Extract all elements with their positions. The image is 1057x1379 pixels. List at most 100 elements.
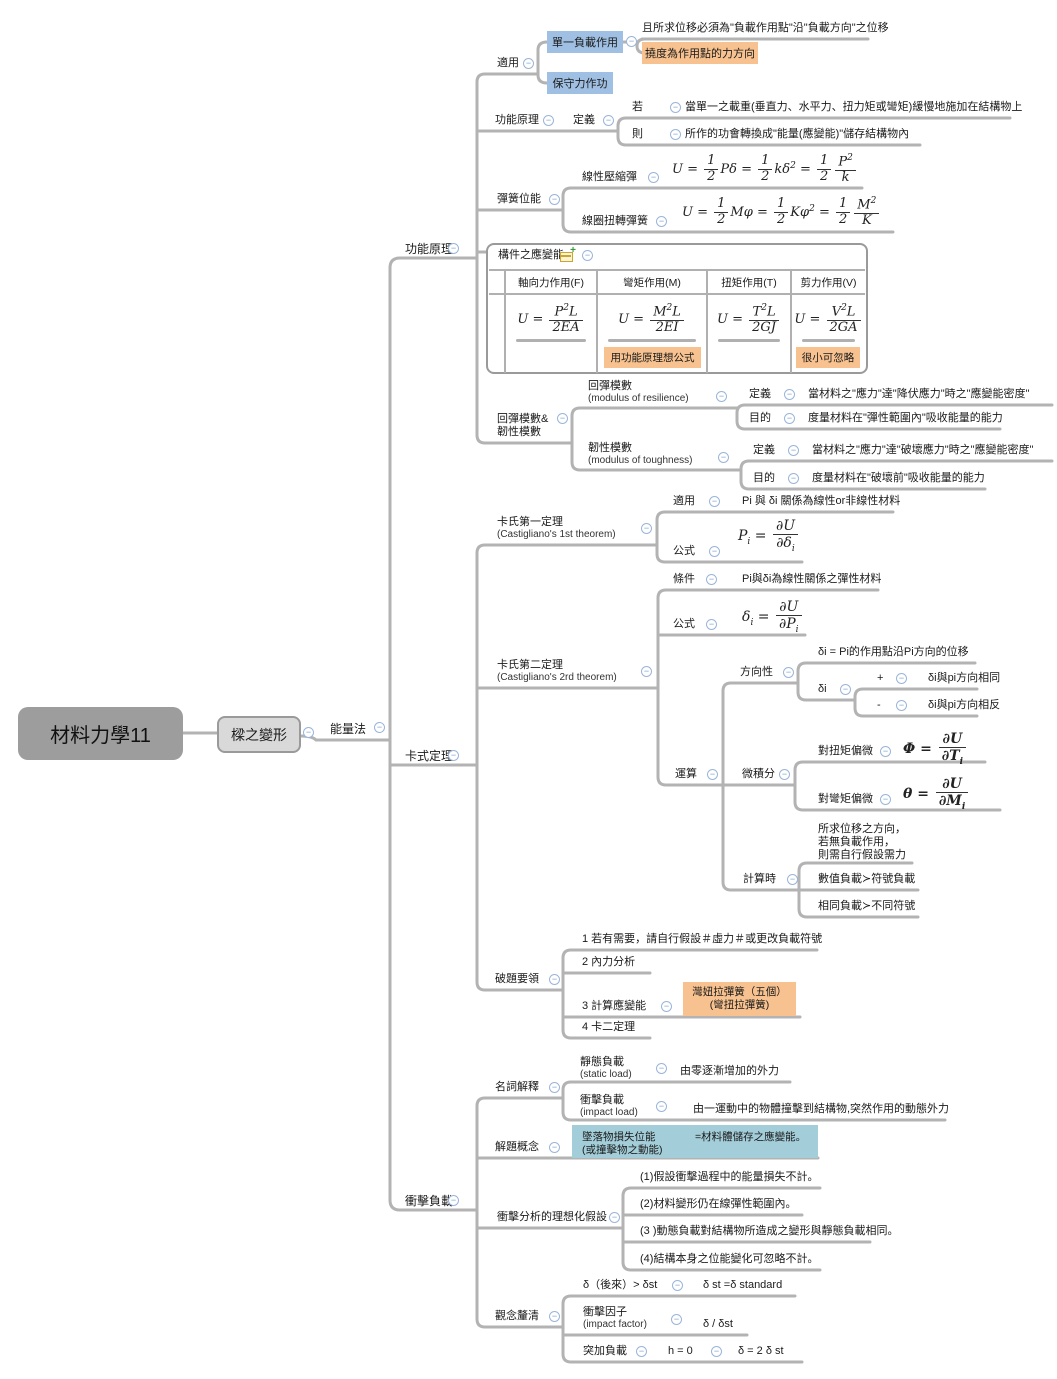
then-text[interactable]: 所作的功會轉換成"能量(應變能)"儲存結構物內 <box>685 128 910 140</box>
deflection-direction-note[interactable]: 撓度為作用點的力方向 <box>642 42 758 64</box>
concept-clarify-node[interactable]: 觀念釐清 <box>495 1310 539 1322</box>
resilience-def-text[interactable]: 當材料之"應力"達"降伏應力"時之"應變能密度" <box>808 388 1030 400</box>
modulus-node-line2[interactable]: 韌性模數 <box>497 426 541 438</box>
tip-step1[interactable]: 1 若有需要，請自行假設＃虛力＃或更改負載符號 <box>582 933 823 945</box>
collapse-icon[interactable]: − <box>648 172 659 183</box>
minus-text[interactable]: δi與pi方向相反 <box>928 699 1001 711</box>
collapse-icon[interactable]: − <box>787 874 798 885</box>
step3-note-box[interactable]: 灣妞拉彈簧（五個） (彎扭拉彈簧) <box>683 982 796 1016</box>
idealized-assumptions-node[interactable]: 衝擊分析的理想化假設 <box>497 1211 607 1223</box>
conservative-force-node[interactable]: 保守力作功 <box>547 72 613 94</box>
collapse-icon[interactable]: − <box>783 667 794 678</box>
collapse-icon[interactable]: − <box>448 243 459 254</box>
impact-load-text[interactable]: 由一運動中的物體撞擊到結構物,突然作用的動態外力 <box>693 1103 950 1115</box>
terms-node[interactable]: 名詞解釋 <box>495 1081 539 1093</box>
collapse-icon[interactable]: − <box>549 1142 560 1153</box>
sudden-load-result[interactable]: δ = 2 δ st <box>738 1345 784 1357</box>
collapse-icon[interactable]: − <box>656 1101 667 1112</box>
collapse-icon[interactable]: − <box>784 389 795 400</box>
work-energy-branch[interactable]: 功能原理 <box>405 242 454 256</box>
toughness-aim-text[interactable]: 度量材料在"破壞前"吸收能量的能力 <box>812 472 985 484</box>
moment-partial-node[interactable]: 對彎矩偏微 <box>818 793 873 805</box>
collapse-icon[interactable]: − <box>716 391 727 402</box>
energy-method-node[interactable]: 能量法 <box>330 722 367 736</box>
collapse-icon[interactable]: − <box>706 619 717 630</box>
assumption-4[interactable]: (4)結構本身之位能變化可忽略不計。 <box>640 1253 819 1265</box>
impact-load-node[interactable]: 衝擊負載 <box>580 1094 624 1106</box>
static-load-node[interactable]: 靜態負載 <box>580 1056 624 1068</box>
collapse-icon[interactable]: − <box>840 684 851 695</box>
collapse-icon[interactable]: − <box>549 194 560 205</box>
delta-i-node[interactable]: δi <box>818 683 827 695</box>
impact-factor-node[interactable]: 衝擊因子 <box>583 1306 627 1318</box>
tip-step4[interactable]: 4 卡二定理 <box>582 1021 636 1033</box>
collapse-icon[interactable]: − <box>549 974 560 985</box>
c2-cond-node[interactable]: 條件 <box>673 573 695 585</box>
torsion-spring-node[interactable]: 線圈扭轉彈簧 <box>582 215 648 227</box>
collapse-icon[interactable]: − <box>880 794 891 805</box>
resilience-aim-text[interactable]: 度量材料在"彈性範圍內"吸收能量的能力 <box>808 412 1003 424</box>
collapse-icon[interactable]: − <box>671 1314 682 1325</box>
collapse-icon[interactable]: − <box>670 129 681 140</box>
collapse-icon[interactable]: − <box>706 574 717 585</box>
castigliano-branch[interactable]: 卡式定理 <box>405 749 454 763</box>
collapse-icon[interactable]: − <box>549 1311 560 1322</box>
collapse-icon[interactable]: − <box>636 1346 647 1357</box>
single-load-note[interactable]: 且所求位移必須為"負載作用點"沿"負載方向"之位移 <box>642 22 889 34</box>
when-item2[interactable]: 相同負載≻不同符號 <box>818 900 916 912</box>
collapse-icon[interactable]: − <box>707 769 718 780</box>
collapse-icon[interactable]: − <box>609 1212 620 1223</box>
collapse-icon[interactable]: − <box>641 666 652 677</box>
c1-formula-node[interactable]: 公式 <box>673 545 695 557</box>
resilience-aim-node[interactable]: 目的 <box>749 412 771 424</box>
solving-tips-node[interactable]: 破題要領 <box>495 973 539 985</box>
if-text[interactable]: 當單一之載重(垂直力、水平力、扭力矩或彎矩)緩慢地施加在結構物上 <box>685 101 1023 113</box>
if-node[interactable]: 若 <box>632 101 643 113</box>
static-load-text[interactable]: 由零逐漸增加的外力 <box>680 1065 779 1077</box>
collapse-icon[interactable]: − <box>656 216 667 227</box>
resilience-node[interactable]: 回彈模數 <box>588 380 632 392</box>
concept-box[interactable]: 墜落物損失位能 (或撞擊物之動能) =材料體儲存之應變能。 <box>572 1125 818 1158</box>
sudden-load-h[interactable]: h = 0 <box>668 1345 693 1357</box>
assumption-3[interactable]: (3 )動態負載對結構物所造成之變形與靜態負載相同。 <box>640 1225 899 1237</box>
collapse-icon[interactable]: − <box>779 769 790 780</box>
assumption-1[interactable]: (1)假設衝擊過程中的能量損失不計。 <box>640 1171 819 1183</box>
collapse-icon[interactable]: − <box>709 546 720 557</box>
collapse-icon[interactable]: − <box>303 727 314 738</box>
clarify-row1-text[interactable]: δ st =δ standard <box>703 1279 783 1291</box>
torque-partial-node[interactable]: 對扭矩偏微 <box>818 745 873 757</box>
member-strain-energy-group[interactable]: 構件之應變能 + − 軸向力作用(F) 彎矩作用(M) 扭矩作用(T) 剪力作用… <box>486 243 868 374</box>
collapse-icon[interactable]: − <box>672 1280 683 1291</box>
sudden-load-node[interactable]: 突加負載 <box>583 1345 627 1357</box>
plus-sign-node[interactable]: + <box>877 672 884 684</box>
collapse-icon[interactable]: − <box>641 523 652 534</box>
principle-node[interactable]: 功能原理 <box>495 114 539 126</box>
collapse-icon[interactable]: − <box>549 1082 560 1093</box>
c1-apply-node[interactable]: 適用 <box>673 495 695 507</box>
collapse-icon[interactable]: − <box>656 1063 667 1074</box>
collapse-icon[interactable]: − <box>582 250 593 261</box>
single-load-node[interactable]: 單一負載作用 <box>547 31 623 53</box>
clarify-row1-node[interactable]: δ（後來）> δst <box>583 1279 658 1291</box>
direction-note[interactable]: δi = Pi的作用點沿Pi方向的位移 <box>818 646 969 658</box>
c1-apply-text[interactable]: Pi 與 δi 關係為線性or非線性材料 <box>742 495 901 507</box>
when-note-line1[interactable]: 所求位移之方向， <box>818 823 906 835</box>
operation-node[interactable]: 運算 <box>675 768 697 780</box>
tip-step3[interactable]: 3 計算應變能 <box>582 1000 647 1012</box>
root-topic[interactable]: 材料力學11 <box>18 707 183 760</box>
collapse-icon[interactable]: − <box>374 722 385 733</box>
collapse-icon[interactable]: − <box>603 115 614 126</box>
c2-cond-text[interactable]: Pi與δi為線性關係之彈性材料 <box>742 573 882 585</box>
moment-tip[interactable]: 用功能原理想公式 <box>604 347 701 368</box>
spring-energy-node[interactable]: 彈簧位能 <box>497 193 541 205</box>
collapse-icon[interactable]: − <box>784 413 795 424</box>
directionality-node[interactable]: 方向性 <box>740 666 773 678</box>
collapse-icon[interactable]: − <box>896 673 907 684</box>
definition-node[interactable]: 定義 <box>573 114 595 126</box>
toughness-node[interactable]: 韌性模數 <box>588 442 632 454</box>
collapse-icon[interactable]: − <box>523 58 534 69</box>
collapse-icon[interactable]: − <box>661 1001 672 1012</box>
solution-concept-node[interactable]: 解題概念 <box>495 1141 539 1153</box>
collapse-icon[interactable]: − <box>718 452 729 463</box>
collapse-icon[interactable]: − <box>788 445 799 456</box>
